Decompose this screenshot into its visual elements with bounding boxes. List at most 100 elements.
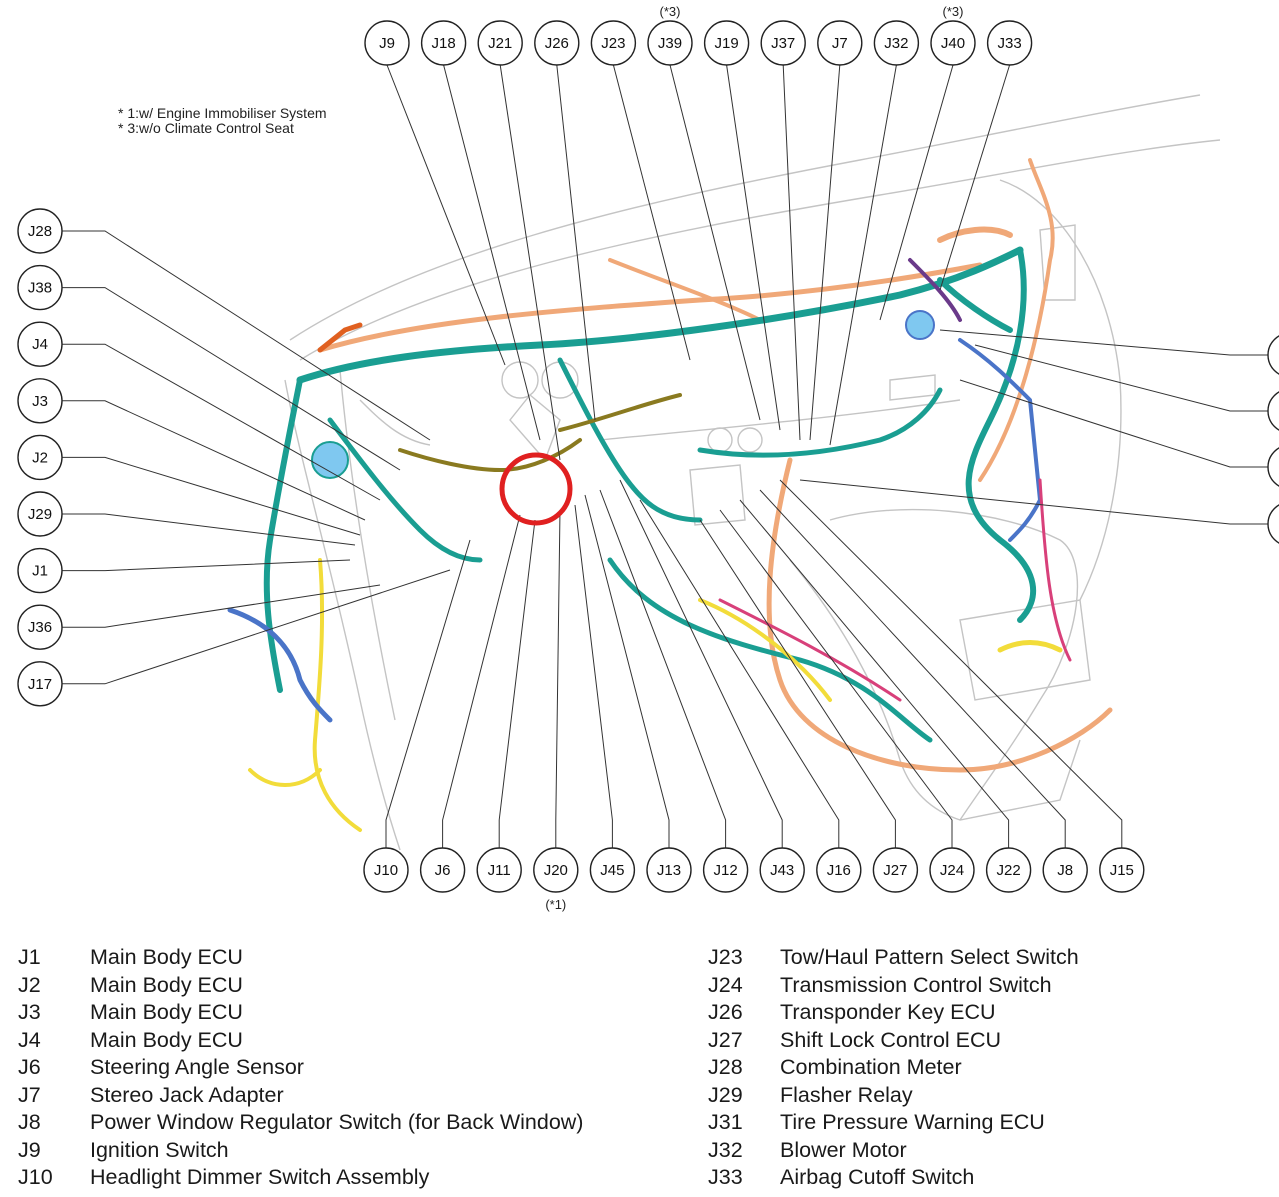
callout-label: J29	[28, 506, 52, 523]
callout-j3: J3	[17, 378, 63, 424]
dashboard-outline	[284, 94, 1221, 851]
leader-line	[62, 513, 356, 546]
legend-code: J23	[708, 945, 743, 970]
callout-bubble	[759, 847, 805, 893]
callout-bubble	[17, 321, 63, 367]
leader-line	[974, 344, 1268, 412]
callout-label: J15	[1110, 862, 1134, 879]
leader-line	[62, 287, 401, 471]
note-1: * 1:w/ Engine Immobiliser System	[118, 105, 327, 121]
legend-code: J9	[18, 1137, 41, 1162]
callout-bubble	[1042, 847, 1088, 893]
legend-description: Blower Motor	[780, 1137, 907, 1162]
legend-description: Main Body ECU	[90, 1000, 243, 1025]
leader-line	[555, 509, 561, 848]
callout-bubble	[1267, 504, 1279, 544]
callout-bubble	[986, 20, 1033, 66]
leader-line	[443, 64, 541, 441]
legend-description: Headlight Dimmer Switch Assembly	[90, 1165, 430, 1190]
legend-code: J7	[18, 1082, 41, 1107]
callout-j15: J15	[1099, 847, 1145, 893]
callout-j20: J20(*1)	[533, 847, 579, 912]
callout-bubble	[1267, 391, 1279, 431]
leader-line	[498, 519, 536, 848]
callout-label: J4	[32, 336, 48, 353]
leader-line	[639, 499, 840, 848]
legend-code: J28	[708, 1055, 743, 1080]
leader-line	[62, 400, 366, 521]
legend-code: J31	[708, 1110, 743, 1135]
callout-j2: J2	[17, 434, 63, 481]
leader-line	[799, 479, 1268, 525]
callout-j40: J40(*3)	[930, 4, 976, 66]
legend-description: Transponder Key ECU	[780, 1000, 996, 1025]
callout-j37: J37	[760, 20, 806, 66]
legend-code: J3	[18, 1000, 41, 1025]
callout-label: J38	[28, 280, 52, 297]
leader-line	[739, 499, 1010, 848]
legend-description: Tow/Haul Pattern Select Switch	[780, 945, 1079, 970]
wiring-harness	[227, 158, 1113, 832]
leader-line	[499, 64, 561, 461]
callout-bubble	[17, 547, 63, 594]
callout-label: J16	[827, 862, 851, 879]
callout-label: J8	[1057, 862, 1073, 879]
callout-j10: J10	[363, 847, 409, 893]
callout-label: J6	[435, 862, 451, 879]
legend-description: Tire Pressure Warning ECU	[780, 1110, 1045, 1135]
legend-code: J27	[708, 1027, 743, 1052]
leader-line	[574, 504, 613, 848]
callout-label: J18	[432, 35, 456, 52]
callout-label: J11	[488, 862, 511, 879]
callout-label: J26	[545, 35, 569, 52]
callout-j4: J4	[17, 321, 63, 367]
callout-j23: J23	[590, 20, 637, 66]
legend-code: J26	[708, 1000, 743, 1025]
callout-j28: J28	[17, 208, 63, 254]
leader-line	[719, 509, 953, 848]
callout-j32: J32	[873, 20, 920, 66]
callout-j33: J33	[986, 20, 1033, 66]
callout-bubble	[420, 20, 467, 66]
callout-j38: J38	[17, 264, 63, 311]
callout-bubble	[363, 847, 409, 893]
callout-note: (*3)	[660, 4, 681, 19]
callout-j13: J13	[646, 847, 692, 893]
callout-bubble	[476, 847, 522, 893]
callout-label: J28	[28, 223, 52, 240]
callout-bubble	[364, 20, 410, 66]
leader-line	[959, 379, 1268, 468]
callout-right-0	[1267, 335, 1279, 375]
callout-bubble	[1099, 847, 1145, 893]
leader-line	[584, 494, 670, 848]
leader-line	[62, 559, 351, 572]
leader-line	[612, 64, 691, 361]
callout-label: J2	[32, 449, 48, 466]
leader-line	[809, 64, 841, 441]
callout-label: J13	[657, 862, 681, 879]
legend-row: J9 Ignition Switch	[18, 1137, 618, 1165]
leader-line	[669, 64, 761, 421]
legend-description: Stereo Jack Adapter	[90, 1082, 284, 1107]
callout-bubble	[929, 847, 975, 893]
legend-code: J6	[18, 1055, 41, 1080]
callout-label: J9	[379, 35, 395, 52]
legend-description: Ignition Switch	[90, 1137, 229, 1162]
callout-label: J23	[601, 35, 625, 52]
legend-description: Steering Angle Sensor	[90, 1055, 304, 1080]
notes: * 1:w/ Engine Immobiliser System * 3:w/o…	[118, 106, 327, 136]
callout-label: J37	[771, 35, 795, 52]
callout-label: J17	[28, 676, 52, 693]
legend-code: J8	[18, 1110, 41, 1135]
callout-j21: J21	[477, 20, 523, 66]
leader-line	[879, 64, 954, 321]
callout-j39: J39(*3)	[647, 4, 693, 66]
callout-bubble	[419, 847, 466, 893]
